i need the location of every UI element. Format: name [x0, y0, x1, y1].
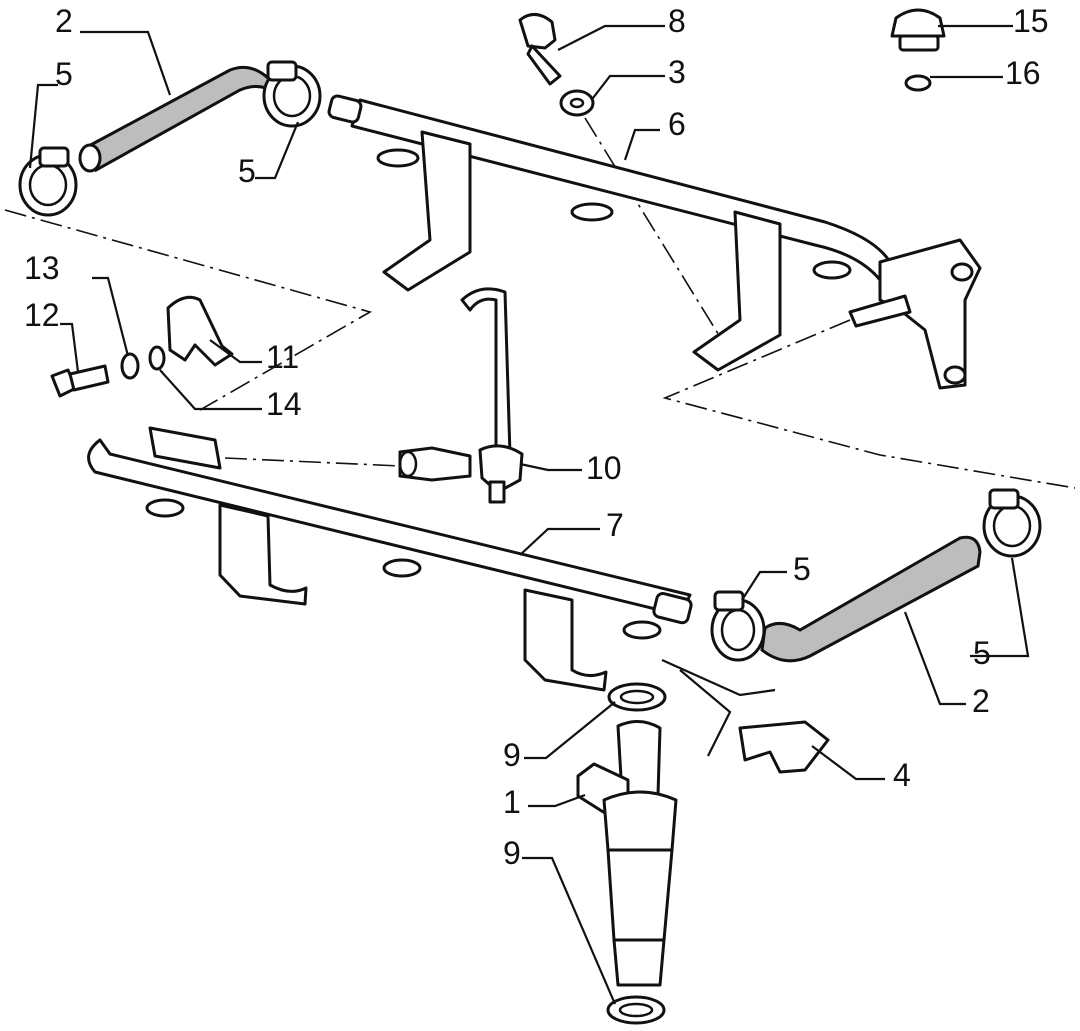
- hose-clamp-lower-left: [710, 590, 766, 662]
- washer-3: [559, 89, 595, 117]
- callout-7: 7: [606, 507, 624, 543]
- screw-8: [518, 13, 562, 86]
- callout-5-lower-right: 5: [973, 635, 991, 671]
- bolt-12: [50, 364, 110, 398]
- hose-lower: [760, 535, 982, 663]
- washer-13: [120, 352, 140, 380]
- callout-2-lower: 2: [972, 683, 990, 719]
- seal-9-lower: [606, 995, 666, 1025]
- callout-5-lower-left: 5: [793, 551, 811, 587]
- retaining-clip-4: [738, 720, 830, 774]
- hose-clamp-upper-left: [18, 146, 78, 217]
- callout-12: 12: [24, 297, 60, 333]
- fuel-rail-upper: [327, 94, 982, 390]
- hose-clamp-lower-right: [982, 488, 1042, 558]
- fuel-rail-lower: [87, 426, 693, 692]
- callout-5-upper-right: 5: [238, 153, 256, 189]
- callout-4: 4: [893, 757, 911, 793]
- callout-10: 10: [586, 450, 622, 486]
- clip-reference-lines: [661, 658, 776, 757]
- leader-lines: [28, 24, 1030, 1005]
- pressure-cap-15: [890, 8, 946, 52]
- callout-1: 1: [503, 784, 521, 820]
- seal-9-upper: [607, 682, 667, 712]
- hose-clamp-upper-right: [262, 60, 322, 128]
- callout-9-lower: 9: [503, 835, 521, 871]
- callout-5-upper-left: 5: [55, 56, 73, 92]
- callout-labels: 2 5 5 8 3 6 15 16 13 12 11 14 10 7 5 5 2…: [24, 3, 1049, 871]
- return-fitting-10: [398, 287, 524, 504]
- callout-3: 3: [668, 54, 686, 90]
- callout-11: 11: [266, 339, 299, 375]
- fuel-injector-1: [576, 720, 678, 987]
- callout-9-upper: 9: [503, 737, 521, 773]
- bracket-11: [166, 295, 234, 367]
- assembly-guide-lines: [4, 117, 1076, 489]
- callout-2-upper: 2: [55, 3, 73, 39]
- callout-16: 16: [1005, 55, 1041, 91]
- callout-8: 8: [668, 3, 686, 39]
- washer-16: [904, 74, 932, 92]
- callout-15: 15: [1013, 3, 1049, 39]
- callout-6: 6: [668, 106, 686, 142]
- washer-14: [148, 345, 166, 371]
- callout-13: 13: [24, 250, 60, 286]
- callout-14: 14: [266, 386, 302, 422]
